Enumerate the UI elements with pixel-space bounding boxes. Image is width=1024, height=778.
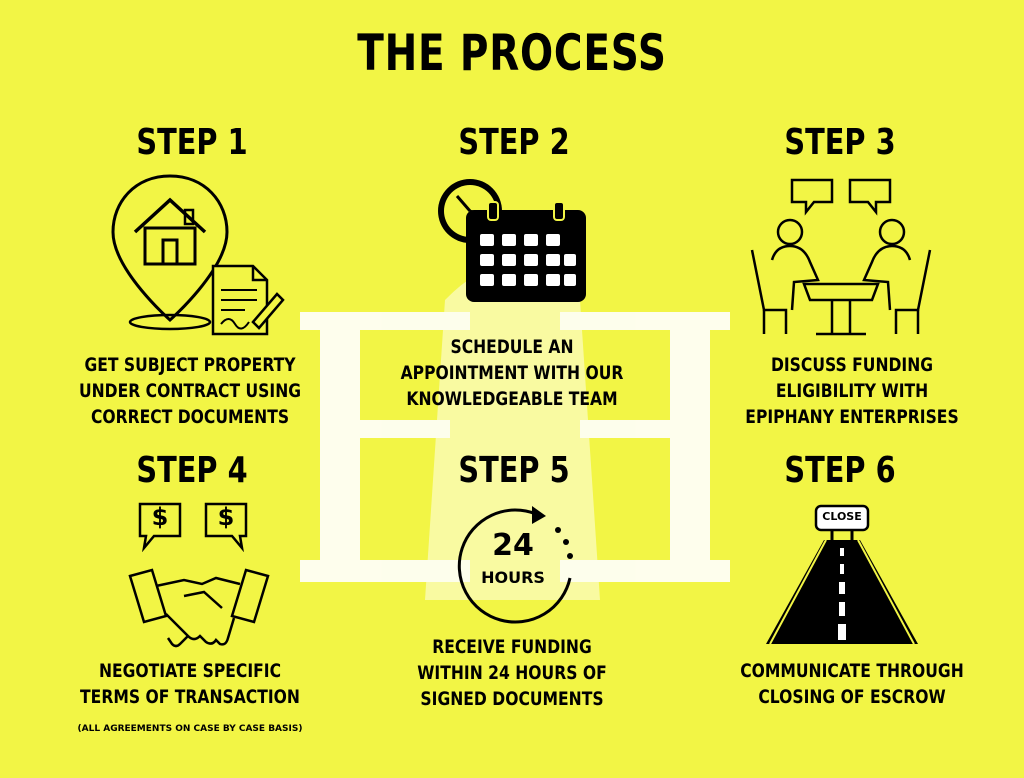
step-3-heading: STEP 3	[784, 122, 896, 163]
dollar-symbol: $	[151, 503, 169, 531]
step-4-heading: STEP 4	[136, 450, 248, 491]
page-title: THE PROCESS	[357, 24, 667, 82]
step-6-heading: STEP 6	[784, 450, 896, 491]
handshake-icon	[128, 568, 270, 648]
step-2-description: SCHEDULE AN APPOINTMENT WITH OUR KNOWLED…	[400, 336, 624, 410]
speech-bubble-icon	[848, 178, 892, 216]
step-4-description: NEGOTIATE SPECIFIC TERMS OF TRANSACTION	[80, 660, 300, 708]
road-sign-label: CLOSE	[822, 510, 862, 523]
dollar-speech-bubble-icon	[138, 502, 182, 552]
meeting-table-icon	[750, 218, 932, 336]
circular-arrow-icon	[457, 506, 573, 624]
step-6-description: COMMUNICATE THROUGH CLOSING OF ESCROW	[740, 660, 964, 708]
dollar-speech-bubble-icon	[204, 502, 248, 552]
step-5-heading: STEP 5	[458, 450, 570, 491]
clock-badge-number: 24	[492, 528, 534, 563]
dollar-symbol: $	[217, 503, 235, 531]
speech-bubble-icon	[790, 178, 834, 216]
house-location-pin-icon	[111, 174, 229, 331]
step-1-description: GET SUBJECT PROPERTY UNDER CONTRACT USIN…	[78, 354, 302, 428]
step-4-note: (ALL AGREEMENTS ON CASE BY CASE BASIS)	[77, 724, 303, 734]
step-5-description: RECEIVE FUNDING WITHIN 24 HOURS OF SIGNE…	[417, 636, 607, 710]
signed-contract-icon	[211, 264, 285, 336]
step-2-heading: STEP 2	[458, 122, 570, 163]
step-1-heading: STEP 1	[136, 122, 248, 163]
clock-badge-unit: HOURS	[481, 568, 545, 587]
road-icon	[766, 504, 918, 645]
calendar-icon	[466, 201, 586, 302]
step-3-description: DISCUSS FUNDING ELIGIBILITY WITH EPIPHAN…	[745, 354, 959, 428]
